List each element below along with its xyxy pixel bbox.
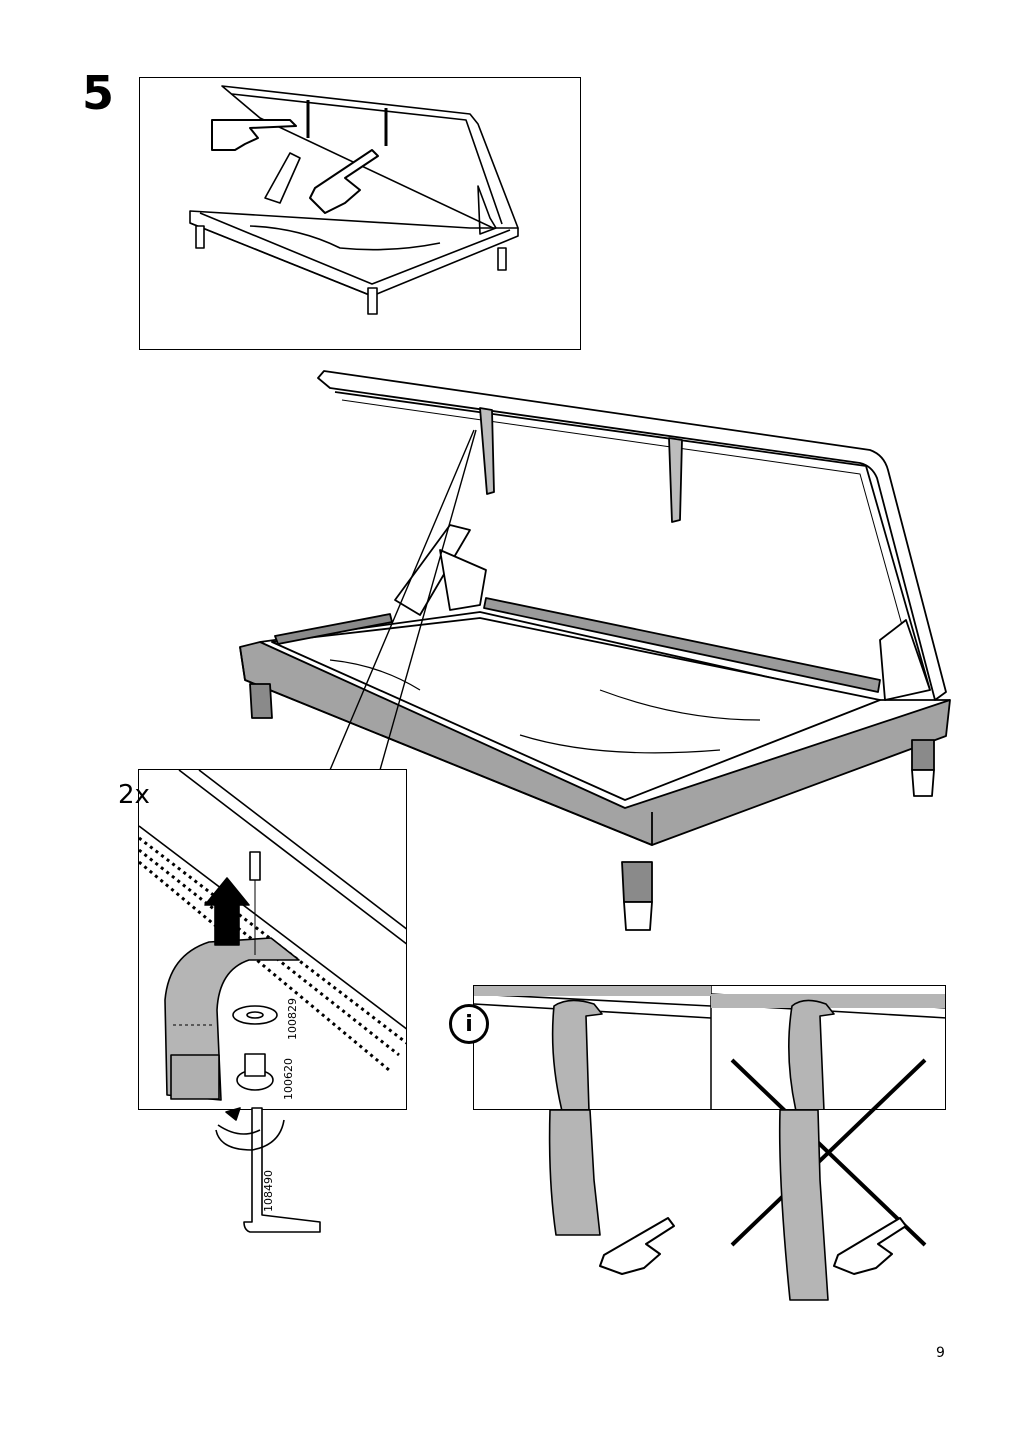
strap-placement-comparison <box>474 986 945 1109</box>
detail-panel <box>138 769 407 1110</box>
step-number: 5 <box>82 66 115 120</box>
overview-panel <box>139 77 581 350</box>
info-panel <box>473 985 946 1110</box>
info-icon: i <box>449 1004 489 1044</box>
part-number-100620: 100620 <box>282 1058 295 1100</box>
part-number-100829: 100829 <box>286 998 299 1040</box>
strap-fastening-detail-illustration <box>139 770 406 1101</box>
page-number: 9 <box>936 1345 945 1361</box>
bed-open-overview-illustration <box>189 85 519 315</box>
quantity-label: 2x <box>118 780 150 810</box>
part-number-108490: 108490 <box>262 1170 275 1212</box>
